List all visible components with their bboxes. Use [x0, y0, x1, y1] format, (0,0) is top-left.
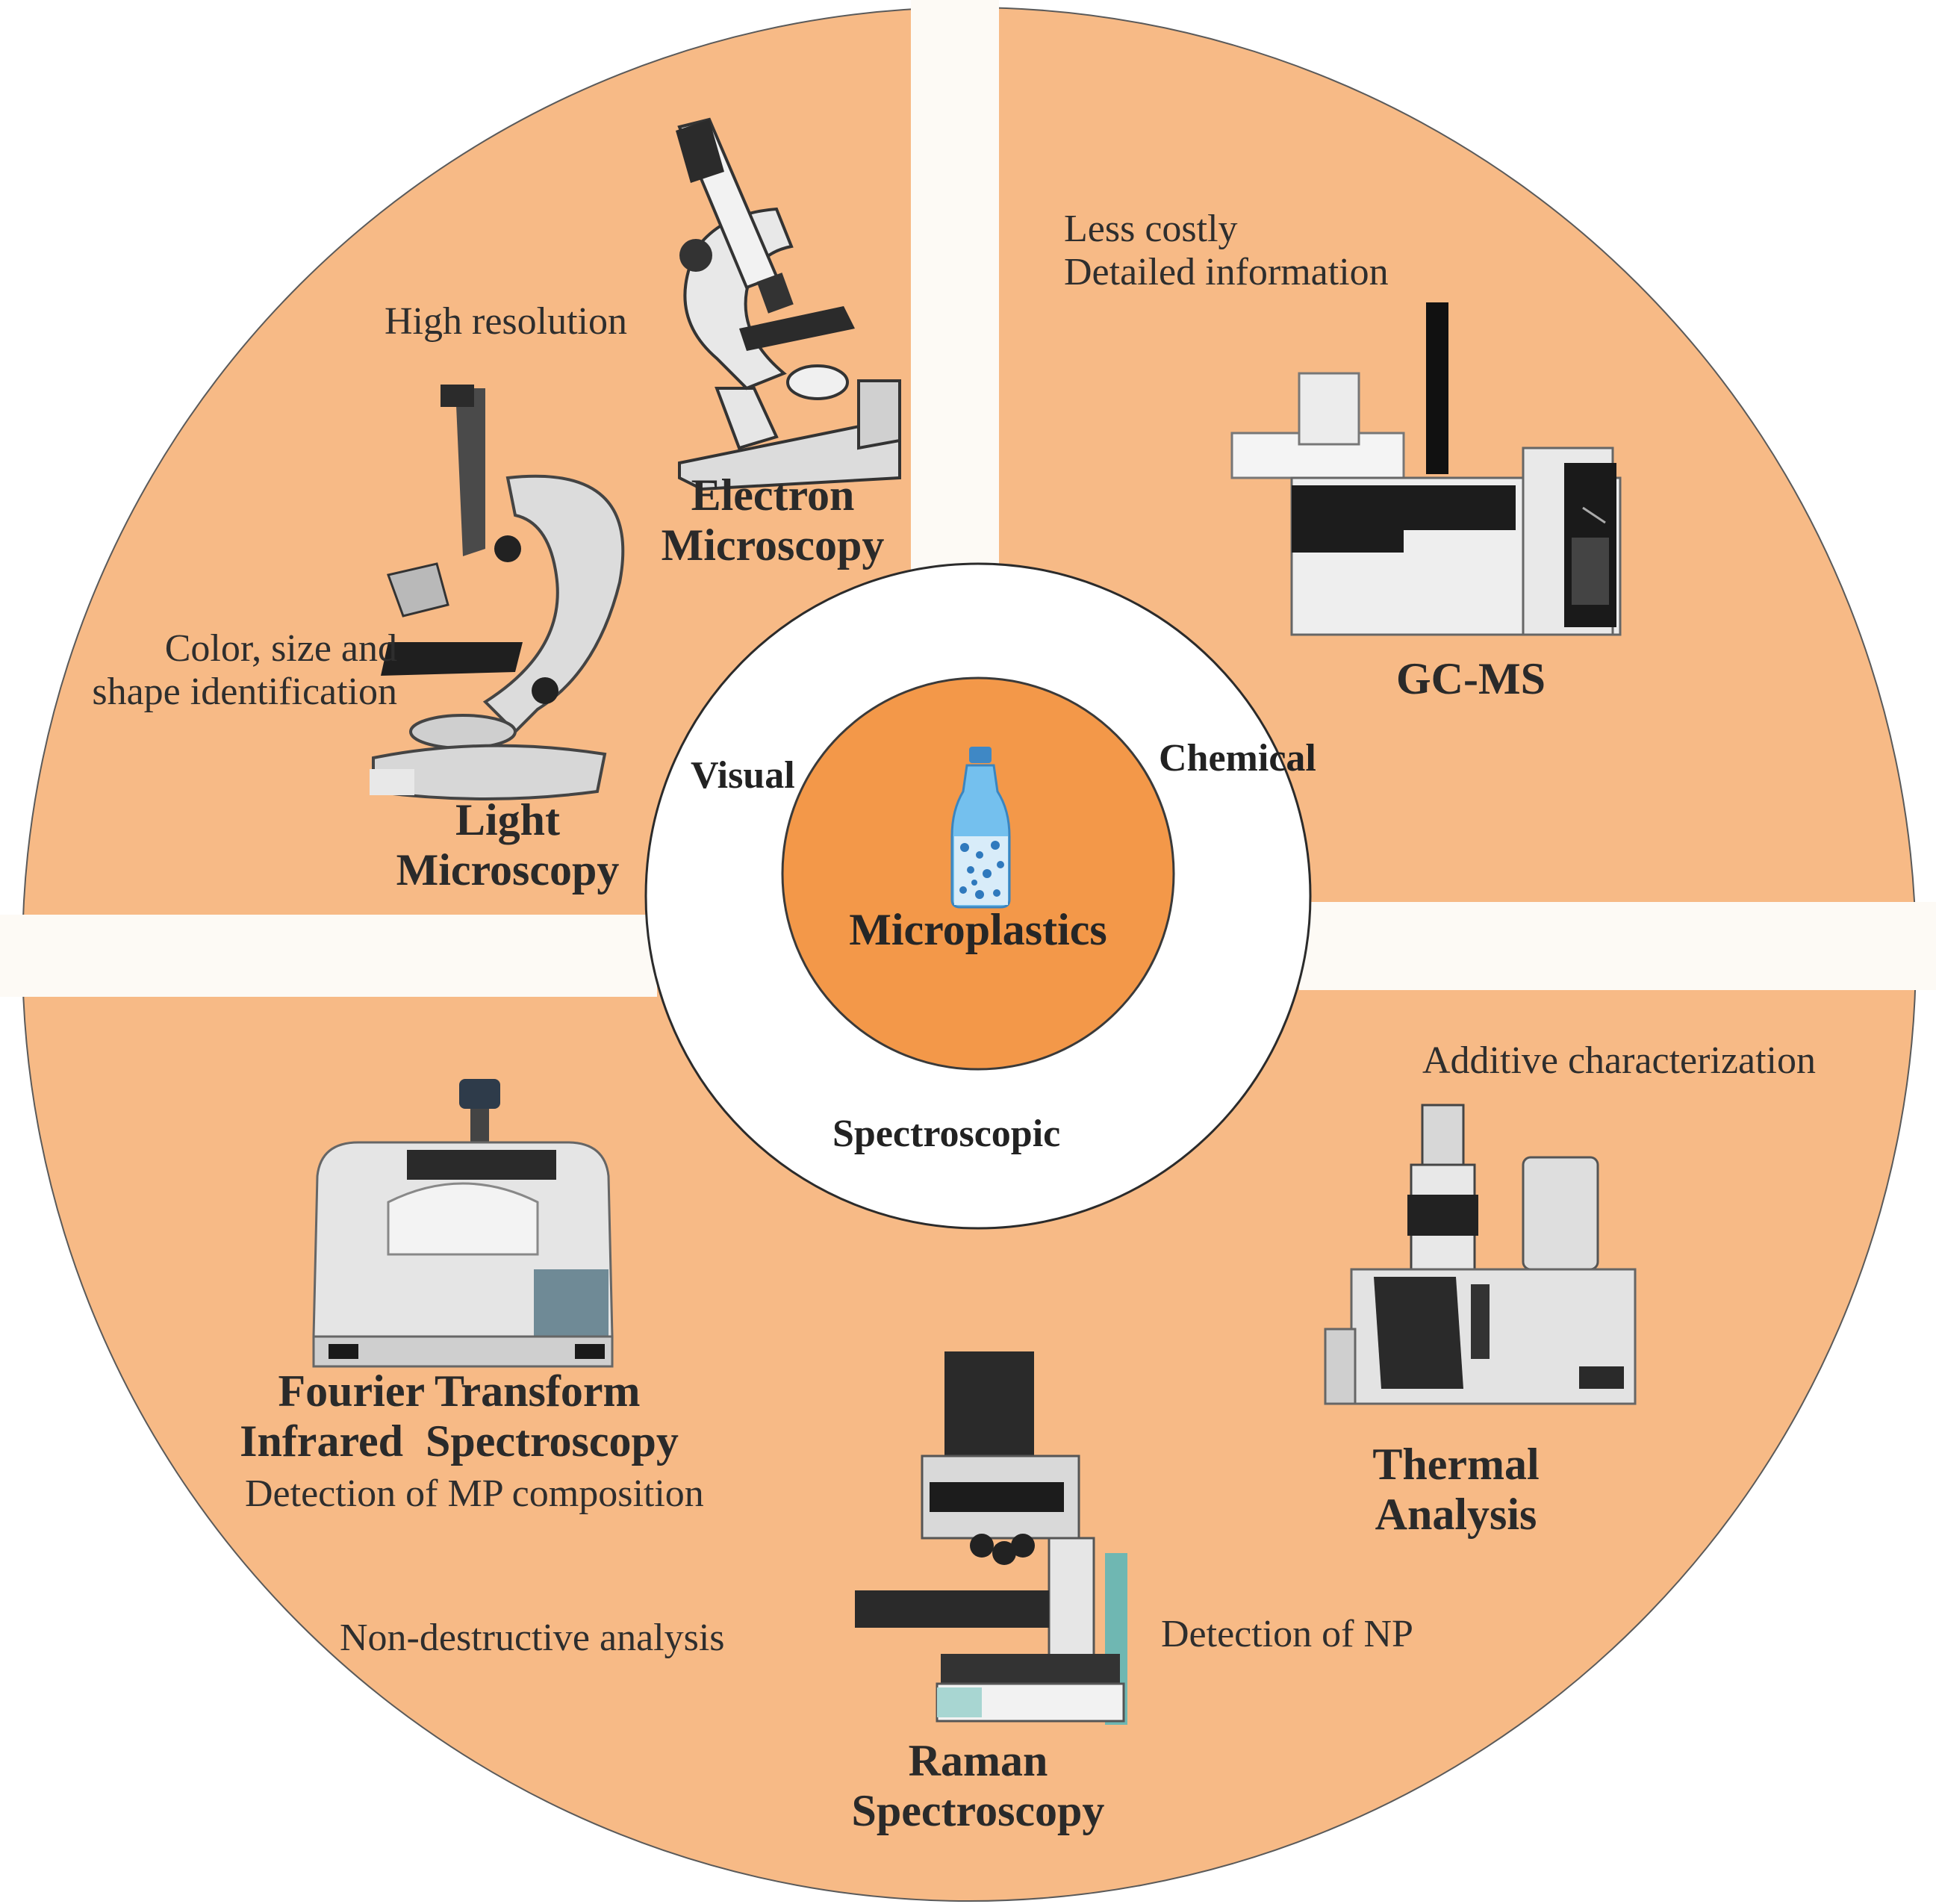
center-label: Microplastics [849, 905, 1107, 954]
ftir-spectrometer-icon [312, 1079, 614, 1368]
gcms-note-line1: Less costly [1064, 208, 1238, 250]
gcms-note-line2: Detailed information [1064, 251, 1389, 294]
ftir-title-line1: Fourier Transform [278, 1366, 641, 1416]
top-divider [911, 0, 999, 579]
ftir-note-2: Non-destructive analysis [340, 1617, 725, 1659]
ftir-title-line2: Infrared Spectroscopy [240, 1416, 679, 1466]
thermal-title-line2: Analysis [1375, 1490, 1537, 1540]
thermal-title: Thermal Analysis [1336, 1440, 1575, 1540]
electron-title-line1: Electron [691, 470, 855, 520]
electron-title-line2: Microscopy [661, 520, 885, 570]
gcms-title: GC-MS [1396, 654, 1546, 703]
light-title-line2: Microscopy [396, 845, 620, 895]
right-divider [1299, 902, 1936, 990]
light-title: Light Microscopy [370, 795, 646, 895]
category-visual: Visual [691, 754, 795, 797]
raman-microscope-icon [855, 1351, 1127, 1725]
light-title-line1: Light [455, 795, 561, 844]
category-chemical: Chemical [1159, 737, 1316, 780]
light-note: Color, size and shape identification [54, 627, 397, 714]
light-note-line2: shape identification [92, 671, 397, 714]
thermal-analyzer-icon [1324, 1104, 1637, 1405]
raman-title: Raman Spectroscopy [806, 1736, 1150, 1836]
raman-title-line2: Spectroscopy [851, 1786, 1105, 1836]
thermal-title-line1: Thermal [1372, 1440, 1540, 1489]
ftir-title: Fourier Transform Infrared Spectroscopy [194, 1366, 724, 1466]
plastic-bottle-icon [950, 747, 1011, 909]
electron-note: High resolution [385, 300, 627, 343]
category-spectroscopic: Spectroscopic [832, 1113, 1061, 1155]
raman-note: Detection of NP [1161, 1613, 1413, 1655]
light-microscope-icon [370, 385, 625, 800]
thermal-note: Additive characterization [1422, 1039, 1816, 1082]
raman-title-line1: Raman [908, 1736, 1048, 1785]
electron-title: Electron Microscopy [631, 470, 915, 570]
left-divider [0, 915, 657, 997]
light-note-line1: Color, size and [164, 627, 397, 670]
gcms-note: Less costly Detailed information [1064, 208, 1389, 294]
ftir-note: Detection of MP composition [245, 1472, 704, 1515]
gc-ms-instrument-icon [1230, 302, 1622, 636]
electron-microscope-icon [676, 117, 901, 491]
